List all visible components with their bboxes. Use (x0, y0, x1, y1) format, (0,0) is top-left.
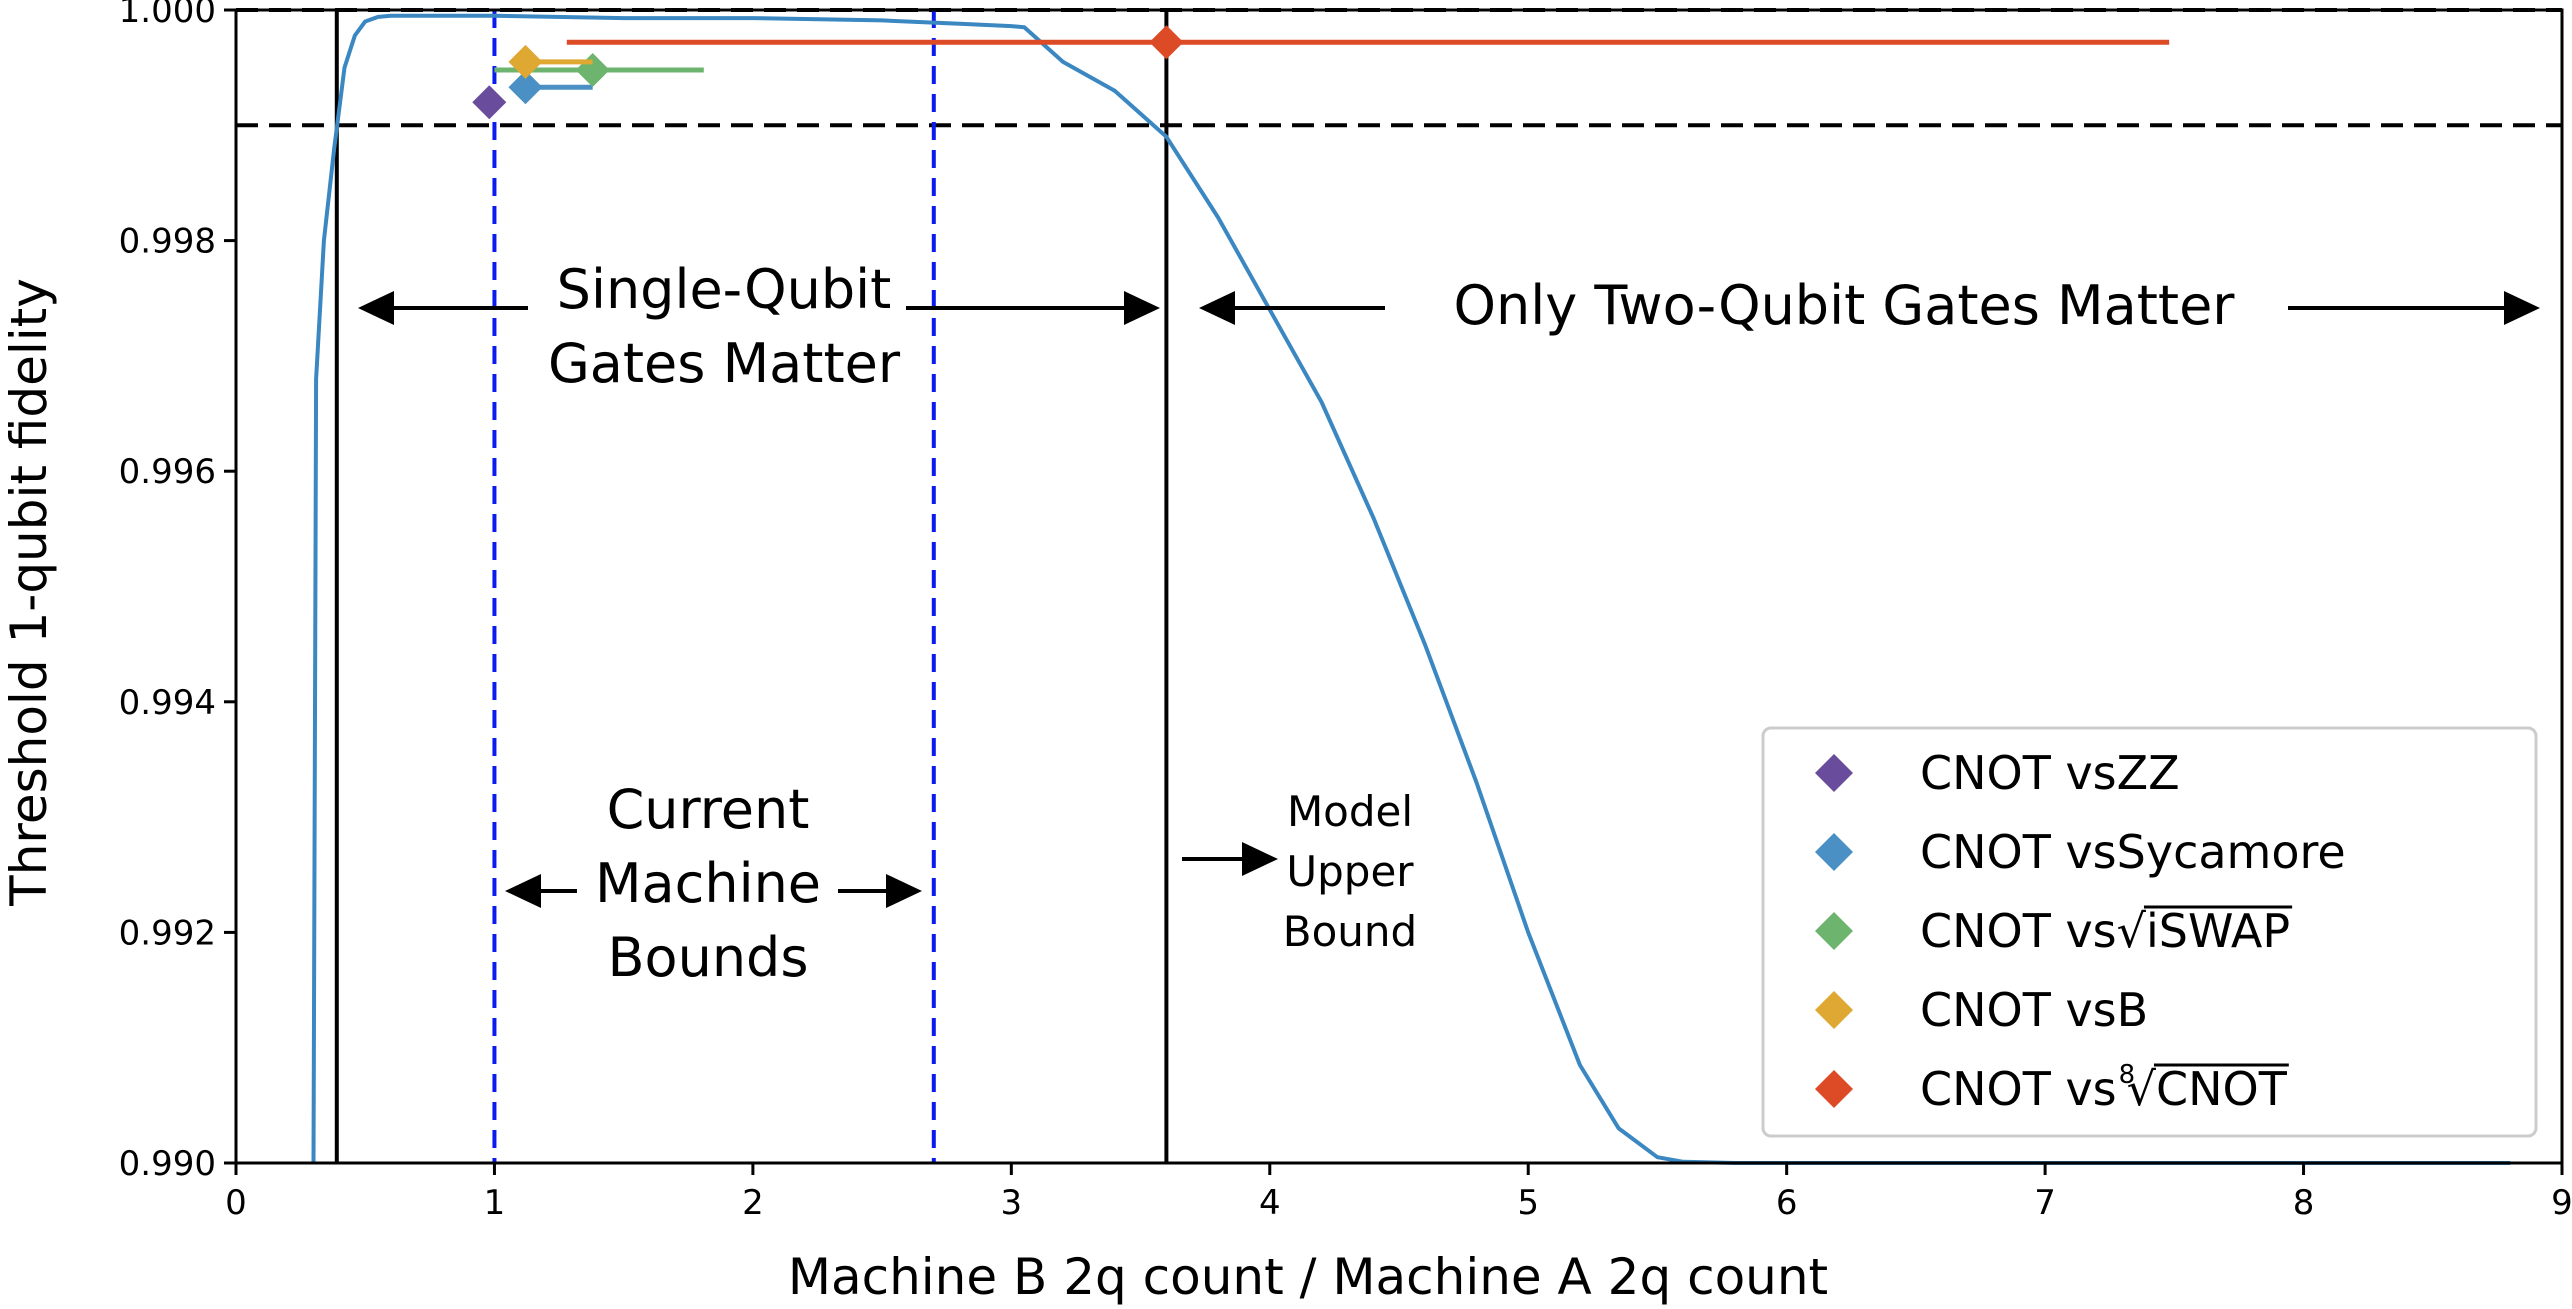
annotation-current-line3: Bounds (608, 926, 809, 989)
x-axis-title: Machine B 2q count / Machine A 2q count (788, 1248, 1828, 1306)
annotation-two-qubit: Only Two-Qubit Gates Matter (1454, 274, 2236, 337)
x-tick-label-2: 2 (742, 1183, 764, 1223)
legend-label-4: CNOT vs (1920, 1062, 2117, 1116)
arrow-model-right-head (1242, 842, 1278, 876)
y-tick-label-0: 0.990 (119, 1144, 216, 1184)
legend-root-sign-4: √ (2127, 1062, 2157, 1116)
legend-root-index-4: 8 (2119, 1060, 2136, 1090)
annotation-model-line2: Upper (1286, 847, 1414, 896)
x-tick-label-9: 9 (2551, 1183, 2572, 1223)
legend-label-1: CNOT vs (1920, 825, 2117, 879)
threshold-curve-group (311, 13, 2511, 1165)
x-tick-label-0: 0 (225, 1183, 247, 1223)
arrow-single-right-head (1124, 291, 1160, 325)
y-tick-label-2: 0.994 (119, 683, 216, 723)
annotation-arrows (358, 291, 2540, 908)
arrow-single-left-head (358, 291, 394, 325)
y-tick-label-3: 0.996 (119, 452, 216, 492)
annotation-current-line1: Current (607, 778, 810, 841)
annotations: Single-Qubit Gates Matter Only Two-Qubit… (548, 258, 2235, 989)
legend-marker-4 (1815, 1070, 1853, 1108)
legend-label-0: CNOT vs (1920, 746, 2117, 800)
x-tick-label-3: 3 (1001, 1183, 1023, 1223)
legend-gate-1: Sycamore (2117, 825, 2346, 879)
x-tick-label-1: 1 (484, 1183, 506, 1223)
legend-gate-0: ZZ (2117, 746, 2180, 800)
plot-frame (234, 8, 2564, 1165)
x-tick-label-8: 8 (2293, 1183, 2315, 1223)
y-axis-title: Threshold 1-qubit fidelity (0, 278, 58, 907)
legend-marker-1 (1815, 833, 1853, 871)
legend-marker-2 (1815, 912, 1853, 950)
legend-marker-0 (1815, 754, 1853, 792)
y-tick-label-4: 0.998 (119, 222, 216, 262)
annotation-model-line1: Model (1287, 787, 1413, 836)
x-tick-label-4: 4 (1259, 1183, 1281, 1223)
x-tick-label-6: 6 (1776, 1183, 1798, 1223)
series-marker-4 (1149, 25, 1184, 60)
x-tick-label-7: 7 (2034, 1183, 2056, 1223)
arrow-two-right-head (2504, 291, 2540, 325)
arrow-current-right-head (886, 874, 922, 908)
series-markers (472, 25, 2170, 120)
legend-label-2: CNOT vs (1920, 904, 2117, 958)
threshold-curve (311, 13, 2511, 1165)
legend-box (1761, 726, 2538, 1138)
y-tick-label-1: 0.992 (119, 913, 216, 953)
y-tick-label-5: 1.000 (119, 0, 216, 31)
arrow-two-left-head (1199, 291, 1235, 325)
annotation-single-qubit-line1: Single-Qubit (557, 258, 892, 321)
legend-gate-3: B (2117, 983, 2149, 1037)
annotation-single-qubit-line2: Gates Matter (548, 332, 901, 395)
series-marker-0 (472, 85, 507, 120)
arrow-current-left-head (505, 874, 541, 908)
legend-marker-3 (1815, 991, 1853, 1029)
axes: 0 1 2 3 4 5 6 7 8 9 0.990 0.992 0.994 0.996 0.998 1.000 (119, 0, 2572, 1223)
series-marker-3 (508, 44, 543, 79)
series-marker-2 (575, 52, 610, 87)
series-marker-1 (508, 70, 543, 105)
legend-root-sign-2: √ (2117, 904, 2147, 958)
x-tick-label-5: 5 (1517, 1183, 1539, 1223)
legend-gate-2: iSWAP (2146, 904, 2290, 958)
annotation-model-line3: Bound (1283, 907, 1417, 956)
legend-gate-4: CNOT (2156, 1062, 2288, 1116)
annotation-current-line2: Machine (595, 852, 821, 915)
legend-label-3: CNOT vs (1920, 983, 2117, 1037)
